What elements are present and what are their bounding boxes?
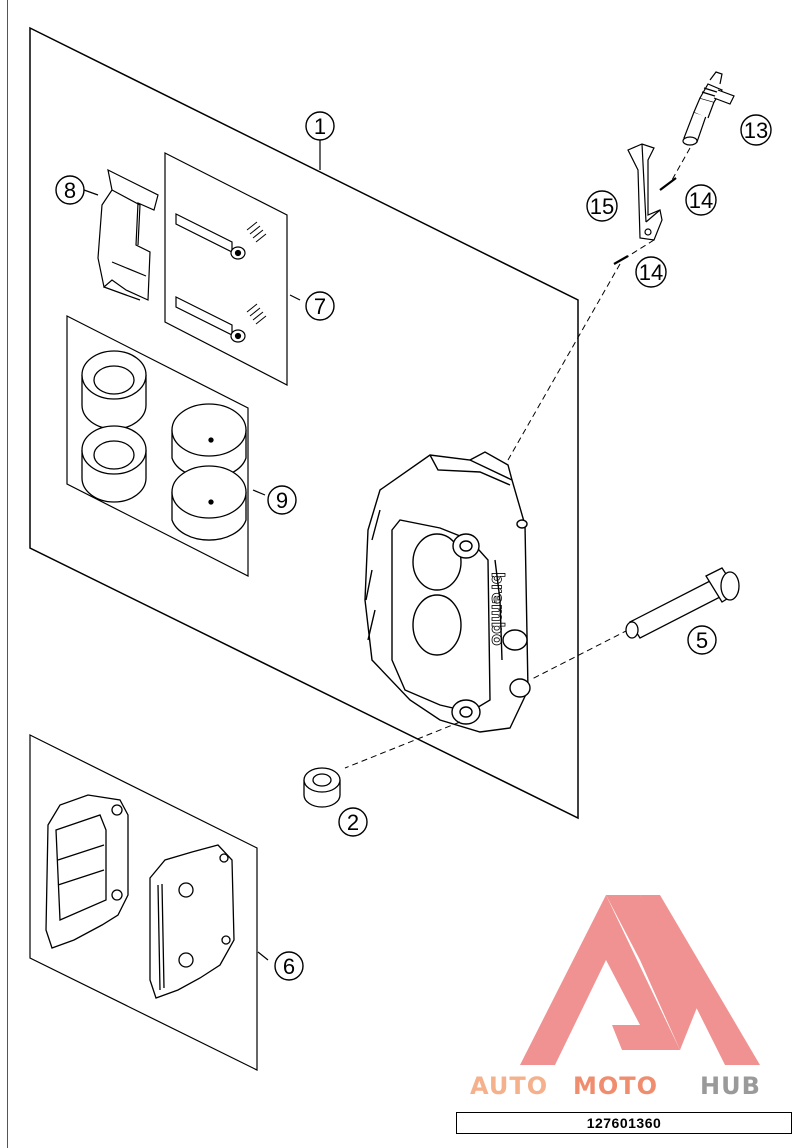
pad-spring bbox=[97, 168, 159, 301]
svg-text:9: 9 bbox=[276, 488, 288, 513]
callout-14-lower: 14 bbox=[635, 256, 667, 288]
callout-2: 2 bbox=[338, 807, 368, 837]
callout-13: 13 bbox=[740, 114, 772, 146]
spacer-nut bbox=[303, 767, 341, 808]
brake-pad-left bbox=[45, 794, 129, 949]
callout-5: 5 bbox=[687, 625, 717, 655]
caliper-brand-mark: brembo bbox=[487, 572, 507, 646]
callout-6: 6 bbox=[274, 951, 304, 981]
callout-leaders bbox=[83, 140, 321, 961]
drawing-number-box: 127601360 bbox=[456, 1112, 792, 1134]
svg-text:8: 8 bbox=[64, 178, 76, 203]
svg-text:AUTO: AUTO bbox=[470, 1072, 548, 1100]
piston-kit-box bbox=[66, 315, 249, 577]
caliper-kit-plane bbox=[29, 26, 579, 820]
callout-15: 15 bbox=[586, 190, 618, 222]
svg-text:MOTO: MOTO bbox=[573, 1072, 658, 1100]
svg-text:5: 5 bbox=[696, 628, 708, 653]
left-border-line bbox=[7, 0, 8, 1148]
brake-pad-right bbox=[149, 844, 235, 999]
svg-text:1: 1 bbox=[314, 114, 326, 139]
piston-set bbox=[81, 350, 247, 541]
guide-pin-upper bbox=[175, 213, 267, 260]
assembly-lines bbox=[344, 147, 691, 769]
bleeder-valve bbox=[682, 71, 735, 146]
pin-kit-box bbox=[164, 152, 288, 386]
guide-pin-lower bbox=[175, 296, 267, 343]
svg-text:15: 15 bbox=[590, 194, 614, 219]
axle-bolt bbox=[625, 567, 740, 639]
drawing-number: 127601360 bbox=[586, 1115, 662, 1131]
svg-text:6: 6 bbox=[283, 954, 295, 979]
callout-9: 9 bbox=[267, 485, 297, 515]
bleed-pipe bbox=[627, 143, 663, 241]
svg-text:HUB: HUB bbox=[700, 1072, 761, 1100]
svg-text:7: 7 bbox=[314, 294, 326, 319]
callout-14-upper: 14 bbox=[685, 184, 717, 216]
svg-text:13: 13 bbox=[744, 118, 768, 143]
svg-text:14: 14 bbox=[689, 188, 713, 213]
callout-1: 1 bbox=[305, 111, 335, 141]
svg-text:14: 14 bbox=[639, 260, 663, 285]
sealing-washer-upper bbox=[659, 177, 677, 191]
callout-7: 7 bbox=[305, 291, 335, 321]
brake-pad-kit-box bbox=[29, 734, 258, 1071]
watermark-wordmark: AUTO MOTO HUB bbox=[470, 1072, 761, 1100]
brake-caliper-body bbox=[364, 451, 531, 733]
svg-text:2: 2 bbox=[347, 810, 359, 835]
callout-8: 8 bbox=[55, 175, 85, 205]
watermark-logo bbox=[520, 895, 760, 1065]
